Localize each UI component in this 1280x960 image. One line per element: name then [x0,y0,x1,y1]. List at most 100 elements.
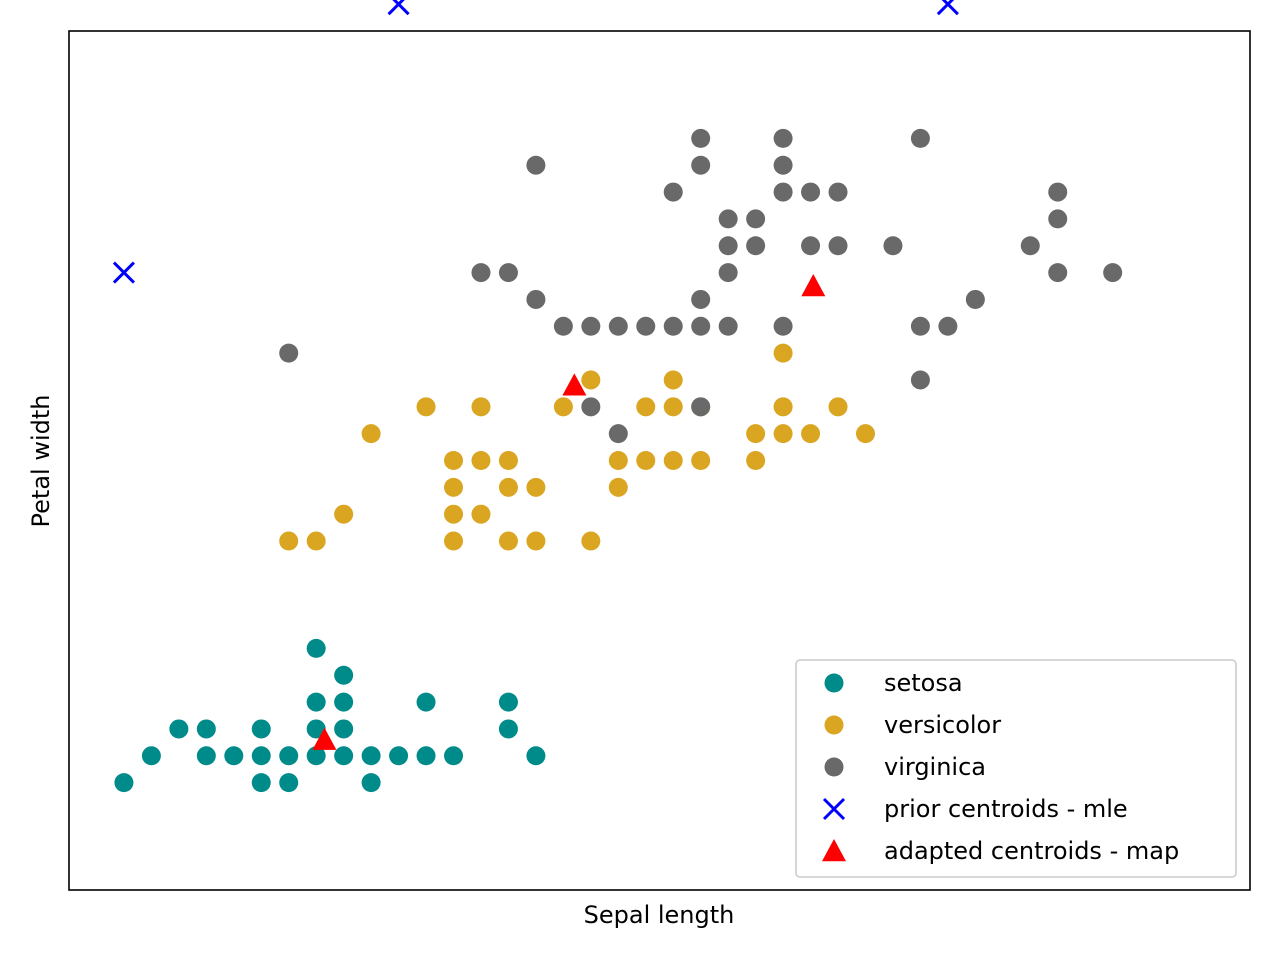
versicolor-point [691,451,711,470]
prior-centroids-mle-point [936,0,959,16]
virginica-point [718,236,738,256]
versicolor-point [663,370,683,390]
versicolor-point [334,504,354,524]
setosa-point [416,746,436,766]
virginica-point [718,316,738,336]
legend-marker-virginica [824,757,844,777]
setosa-point [251,746,271,766]
versicolor-point [444,531,464,551]
setosa-point [444,746,464,766]
legend-markers [822,673,846,862]
virginica-point [828,236,848,256]
virginica-point [773,128,793,148]
setosa-point [416,692,436,712]
virginica-point [581,316,601,336]
versicolor-point [855,424,875,444]
setosa-point [306,692,326,712]
virginica-point [663,316,683,336]
virginica-point [526,155,546,175]
versicolor-point [746,451,766,470]
virginica-point [718,263,738,283]
virginica-point [691,128,711,148]
setosa-point [498,692,518,712]
setosa-point [224,746,244,766]
versicolor-point [526,531,546,551]
setosa-point [141,746,161,766]
virginica-point [1103,263,1123,283]
virginica-point [279,343,299,363]
setosa-point [361,773,381,793]
legend-box [795,659,1237,878]
setosa-point [306,746,326,766]
adapted-centroids-map-point [312,727,337,750]
virginica-point [828,182,848,202]
versicolor-point [553,397,573,417]
setosa-point [196,746,216,766]
versicolor-point [306,531,326,551]
virginica-point [965,289,985,309]
versicolor-point [801,424,821,444]
versicolor-point [444,451,464,470]
plot-frame [68,30,1251,891]
virginica-point [746,236,766,256]
versicolor-point [498,451,518,470]
x-axis-label: Sepal length [584,901,735,929]
legend-label-adapted-centroids: adapted centroids - map [884,837,1179,865]
versicolor-point [663,451,683,470]
setosa-point [251,773,271,793]
versicolor-point [361,424,381,444]
virginica-point [910,128,930,148]
y-axis-label: Petal width [27,395,55,528]
points-layer [112,0,1123,793]
virginica-point [1020,236,1040,256]
setosa-point [114,773,134,793]
virginica-point [773,316,793,336]
virginica-point [691,289,711,309]
legend-marker-setosa [824,673,844,693]
versicolor-point [636,397,656,417]
setosa-point [251,719,271,739]
versicolor-point [608,451,628,470]
versicolor-point [773,343,793,363]
versicolor-point [581,531,601,551]
legend-marker-versicolor [824,715,844,735]
versicolor-point [471,397,491,417]
versicolor-point [581,370,601,390]
legend-label-prior-centroids: prior centroids - mle [884,795,1128,823]
versicolor-point [279,531,299,551]
adapted-centroids-map-point [562,373,587,396]
virginica-point [498,263,518,283]
legend-label-setosa: setosa [884,669,963,697]
legend-marker-adapted-centroids-map [822,839,846,862]
versicolor-point [746,424,766,444]
versicolor-point [471,504,491,524]
versicolor-point [828,397,848,417]
virginica-point [691,397,711,417]
prior-centroids-mle-point [387,0,410,16]
prior-centroids-mle-point [112,261,135,284]
setosa-point [334,665,354,685]
legend: setosa versicolor virginica prior centro… [795,659,1237,878]
versicolor-point [608,477,628,497]
virginica-point [938,316,958,336]
versicolor-point [416,397,436,417]
adapted-centroids-map-point [801,274,826,297]
virginica-point [663,182,683,202]
setosa-point [526,746,546,766]
virginica-point [608,316,628,336]
setosa-point [334,746,354,766]
setosa-point [334,719,354,739]
legend-marker-prior-centroids-mle [822,797,846,821]
setosa-point [279,746,299,766]
setosa-point [361,746,381,766]
virginica-point [883,236,903,256]
setosa-point [279,773,299,793]
versicolor-point [773,397,793,417]
virginica-point [746,209,766,229]
setosa-point [334,692,354,712]
virginica-point [718,209,738,229]
virginica-point [1048,182,1068,202]
virginica-point [801,236,821,256]
virginica-point [1048,209,1068,229]
